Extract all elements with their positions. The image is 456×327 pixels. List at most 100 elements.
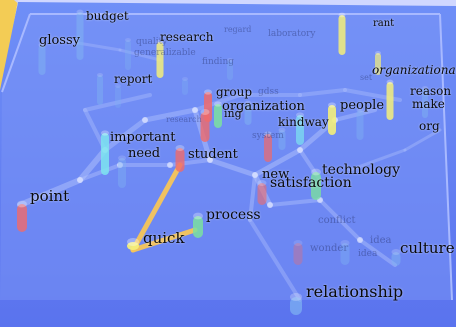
pillar-cap xyxy=(127,238,139,246)
word-label-make[interactable]: make xyxy=(412,97,445,111)
pillar-cap xyxy=(193,212,203,220)
graph-edge xyxy=(193,93,242,112)
graph-node xyxy=(297,147,303,153)
pillar-cap xyxy=(391,249,401,255)
word-label-research[interactable]: research xyxy=(160,30,214,44)
pillar-cap xyxy=(156,39,164,45)
floor-panel xyxy=(0,14,452,300)
word-pillar xyxy=(290,297,302,315)
word-pillar xyxy=(296,115,304,145)
graph-edge xyxy=(298,88,347,97)
graph-edge xyxy=(142,107,198,123)
word-label-organization[interactable]: organization xyxy=(222,99,305,114)
graph-edge xyxy=(118,48,162,62)
word-pillar xyxy=(101,133,109,175)
word-label-ing[interactable]: ing xyxy=(224,107,242,120)
word-pillar xyxy=(127,242,139,250)
word-label-generalizable: generalizable xyxy=(134,48,196,58)
pillar-cap xyxy=(204,89,212,95)
word-pillar xyxy=(340,243,350,265)
word-label-gdss: gdss xyxy=(258,87,279,97)
graph-edge xyxy=(318,198,362,242)
word-pillar xyxy=(227,60,233,80)
word-pillar xyxy=(17,204,27,232)
word-label-conflict: conflict xyxy=(318,215,356,226)
word-label-culture[interactable]: culture xyxy=(400,239,455,257)
frame-left-wall xyxy=(0,0,18,90)
word-pillar xyxy=(278,130,286,150)
word-pillar xyxy=(115,86,121,108)
graph-node xyxy=(77,177,83,183)
pillar-cap xyxy=(76,9,84,15)
word-pillar xyxy=(175,148,185,172)
word-pillar xyxy=(375,53,381,75)
graph-node xyxy=(267,202,273,208)
word-pillar xyxy=(156,42,164,78)
word-pillar xyxy=(38,45,46,75)
word-label-budget[interactable]: budget xyxy=(86,9,129,23)
word-label-rant[interactable]: rant xyxy=(373,18,395,29)
word-pillar xyxy=(244,103,252,125)
pillar-cap xyxy=(356,107,364,113)
word-pillar xyxy=(76,12,84,60)
graph-edge xyxy=(17,177,83,208)
graph-node xyxy=(167,162,173,168)
word-label-regard: regard xyxy=(224,25,252,34)
graph-node xyxy=(252,172,258,178)
word-label-org[interactable]: org xyxy=(419,119,440,133)
pillar-cap xyxy=(340,240,350,246)
graph-edge xyxy=(252,147,303,178)
graph-edge xyxy=(248,173,257,222)
edge-layer xyxy=(17,38,442,302)
word-label-organizational[interactable]: organizational xyxy=(372,63,456,77)
pillar-cap xyxy=(422,86,428,90)
word-pillar xyxy=(118,158,126,188)
word-label-technology[interactable]: technology xyxy=(322,162,400,178)
word-label-kindway[interactable]: kindway xyxy=(278,115,329,129)
word-label-research-faint: research xyxy=(166,115,202,124)
pillar-cap xyxy=(244,100,252,106)
pillar-cap xyxy=(115,84,121,88)
word-label-need[interactable]: need xyxy=(128,146,161,161)
word-pillar xyxy=(214,104,222,128)
graph-edge xyxy=(403,128,442,152)
pillar-cap xyxy=(293,240,303,246)
word-label-satisfaction[interactable]: satisfaction xyxy=(270,175,352,191)
word-label-point[interactable]: point xyxy=(30,187,70,205)
graph-node xyxy=(207,157,213,163)
word-label-student[interactable]: student xyxy=(188,147,238,162)
pillar-cap xyxy=(296,112,304,118)
word-label-quick[interactable]: quick xyxy=(143,229,185,247)
graph-edge xyxy=(248,218,302,302)
word-pillar xyxy=(356,110,364,140)
word-label-process[interactable]: process xyxy=(206,207,261,223)
word-label-idea: idea xyxy=(370,235,392,246)
graph-edge xyxy=(358,238,397,267)
word-pillar xyxy=(182,79,188,95)
word-label-finding: finding xyxy=(202,57,234,67)
word-label-set: set xyxy=(360,73,373,82)
word-label-system: system xyxy=(252,131,284,141)
graph-edge xyxy=(130,162,183,253)
word-label-quality: quality xyxy=(136,37,168,47)
word-label-report[interactable]: report xyxy=(114,72,153,86)
word-pillar xyxy=(328,105,336,135)
word-label-relationship[interactable]: relationship xyxy=(306,282,404,301)
word-label-important[interactable]: important xyxy=(110,130,176,145)
pillar-cap xyxy=(175,145,185,151)
word-pillar xyxy=(391,252,401,266)
floor-edge xyxy=(439,13,453,301)
word-label-glossy[interactable]: glossy xyxy=(39,33,80,48)
word-label-new[interactable]: new xyxy=(262,167,290,182)
pillar-cap xyxy=(38,42,46,48)
graph-node xyxy=(192,107,198,113)
word-label-laboratory: laboratory xyxy=(268,29,316,39)
word-label-group[interactable]: group xyxy=(216,85,253,99)
floor-edge xyxy=(1,13,31,93)
word-pillar xyxy=(257,183,267,205)
word-pillar xyxy=(193,216,203,238)
word-label-reason[interactable]: reason xyxy=(410,84,452,98)
word-label-people[interactable]: people xyxy=(340,98,385,113)
